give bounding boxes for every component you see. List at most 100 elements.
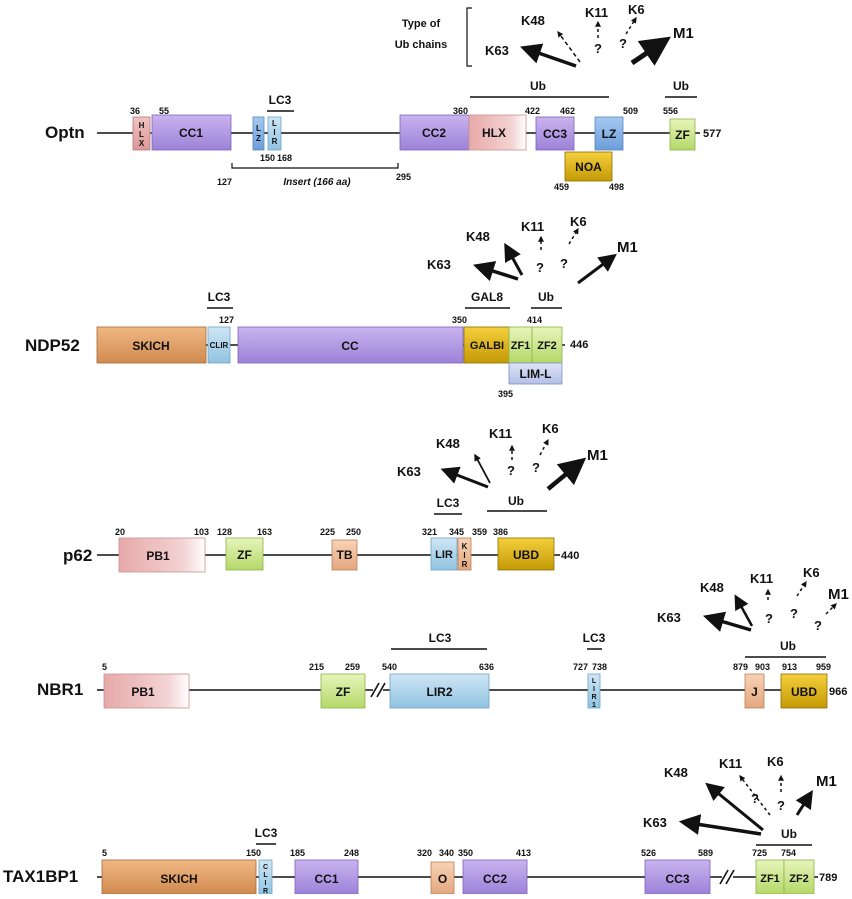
nbr1-num-5: 5	[102, 662, 107, 672]
p62-lir-label: LIR	[435, 549, 453, 561]
ndp52-clir-label: CLIR	[210, 341, 229, 350]
p62-zf-domain	[225, 537, 264, 571]
optn-hlx-domain	[468, 114, 527, 151]
optn-lz-label: LZ	[602, 127, 617, 141]
ndp52-zf2-label: ZF2	[537, 340, 557, 352]
svg-text:C: C	[263, 864, 268, 871]
tax1bp1-cc1-domain	[294, 859, 359, 895]
tax1bp1-num-320: 320	[417, 848, 432, 858]
optn-insert-bracket	[231, 163, 399, 169]
p62-k6-arrow	[539, 438, 549, 456]
ndp52-q1: ?	[536, 260, 544, 275]
optn-end-number: 577	[703, 128, 721, 140]
nbr1-m1-label: M1	[828, 586, 849, 603]
optn-ub-zf-label: Ub	[673, 79, 689, 93]
ndp52-q2: ?	[560, 256, 568, 271]
ndp52-gal8-label: GAL8	[471, 290, 503, 304]
nbr1-k48-label: K48	[700, 580, 724, 595]
nbr1-j-label: J	[751, 685, 758, 699]
nbr1-num-259: 259	[345, 662, 360, 672]
nbr1-num-215: 215	[309, 662, 324, 672]
optn-num-360: 360	[453, 106, 468, 116]
optn-cc3-domain	[535, 116, 575, 151]
ndp52-num-414: 414	[527, 315, 542, 325]
optn-num-168: 168	[277, 153, 292, 163]
nbr1-zf-domain	[320, 673, 366, 709]
optn-lz-domain	[594, 116, 624, 151]
nbr1-zf-label: ZF	[336, 685, 351, 699]
nbr1-k6-label: K6	[803, 565, 820, 580]
tax1bp1-num-526: 526	[641, 848, 656, 858]
ndp52-k63-label: K63	[427, 257, 451, 272]
p62-k48-label: K48	[436, 436, 460, 451]
svg-text:1: 1	[592, 702, 596, 709]
p62-m1-label: M1	[587, 447, 608, 464]
nbr1-name: NBR1	[37, 680, 83, 699]
optn-num-150: 150	[260, 153, 275, 163]
tax1bp1-zf1-domain	[755, 859, 785, 895]
optn-q1: ?	[594, 41, 602, 56]
p62-num-20: 20	[115, 527, 125, 537]
svg-text:I: I	[273, 128, 275, 137]
p62-ubd-label: UBD	[513, 548, 539, 562]
tax1bp1-end-number: 789	[819, 872, 837, 884]
tax1bp1-ub-label: Ub	[781, 827, 797, 841]
nbr1-num-913: 913	[782, 662, 797, 672]
p62-k63-label: K63	[397, 464, 421, 479]
svg-text:R: R	[272, 137, 278, 146]
optn-num-422: 422	[525, 106, 540, 116]
nbr1-num-959: 959	[816, 662, 831, 672]
p62-num-359: 359	[472, 527, 487, 537]
svg-text:I: I	[265, 880, 267, 887]
nbr1-lir2-domain	[389, 673, 490, 709]
p62-lir-domain	[430, 537, 458, 571]
svg-text:L: L	[263, 872, 268, 879]
svg-text:L: L	[139, 130, 144, 139]
optn-k6-arrow	[625, 16, 637, 35]
ndp52-k11-label: K11	[521, 219, 544, 234]
tax1bp1-num-413: 413	[516, 848, 531, 858]
p62-num-321: 321	[422, 527, 437, 537]
optn-k63-arrow	[520, 43, 577, 68]
svg-text:R: R	[591, 694, 596, 701]
tax1bp1-k63-label: K63	[643, 815, 667, 830]
nbr1-pb1-domain	[103, 673, 190, 709]
tax1bp1-o-label: O	[438, 872, 447, 886]
svg-text:K: K	[462, 542, 468, 551]
nbr1-k48-arrow	[734, 594, 754, 627]
tax1bp1-num-248: 248	[344, 848, 359, 858]
optn-num-295: 295	[396, 172, 411, 182]
nbr1-num-636: 636	[479, 662, 494, 672]
p62-tb-domain	[331, 539, 358, 571]
optn-q2: ?	[619, 36, 627, 51]
tax1bp1-num-589: 589	[698, 848, 713, 858]
ndp52-k6-arrow	[568, 227, 579, 245]
nbr1-num-903: 903	[755, 662, 770, 672]
ndp52-zf2-domain	[531, 326, 563, 364]
p62-q2: ?	[532, 460, 540, 475]
optn-cc3-label: CC3	[543, 127, 567, 141]
nbr1-q3: ?	[814, 618, 822, 633]
svg-text:R: R	[462, 560, 468, 569]
tax1bp1-k11-arrow	[739, 775, 771, 816]
p62-num-225: 225	[320, 527, 335, 537]
svg-text:X: X	[139, 139, 145, 148]
p62-name: p62	[63, 546, 92, 565]
optn-ub-main-label: Ub	[530, 79, 546, 93]
tax1bp1-break-mark-b	[725, 869, 735, 885]
p62-k48-arrow	[474, 453, 491, 484]
ndp52-skich-domain	[96, 326, 207, 364]
p62-q1: ?	[507, 463, 515, 478]
legend-bracket	[466, 7, 472, 67]
ndp52-k6-label: K6	[570, 214, 587, 229]
ndp52-num-350: 350	[452, 315, 467, 325]
svg-text:L: L	[272, 119, 277, 128]
optn-m1-arrow	[630, 36, 671, 66]
legend-type-of: Type of	[402, 18, 441, 30]
nbr1-lc3-lir1-label: LC3	[583, 631, 606, 645]
optn-k6-label: K6	[628, 2, 645, 17]
tax1bp1-num-350: 350	[458, 848, 473, 858]
p62-num-128: 128	[217, 527, 232, 537]
